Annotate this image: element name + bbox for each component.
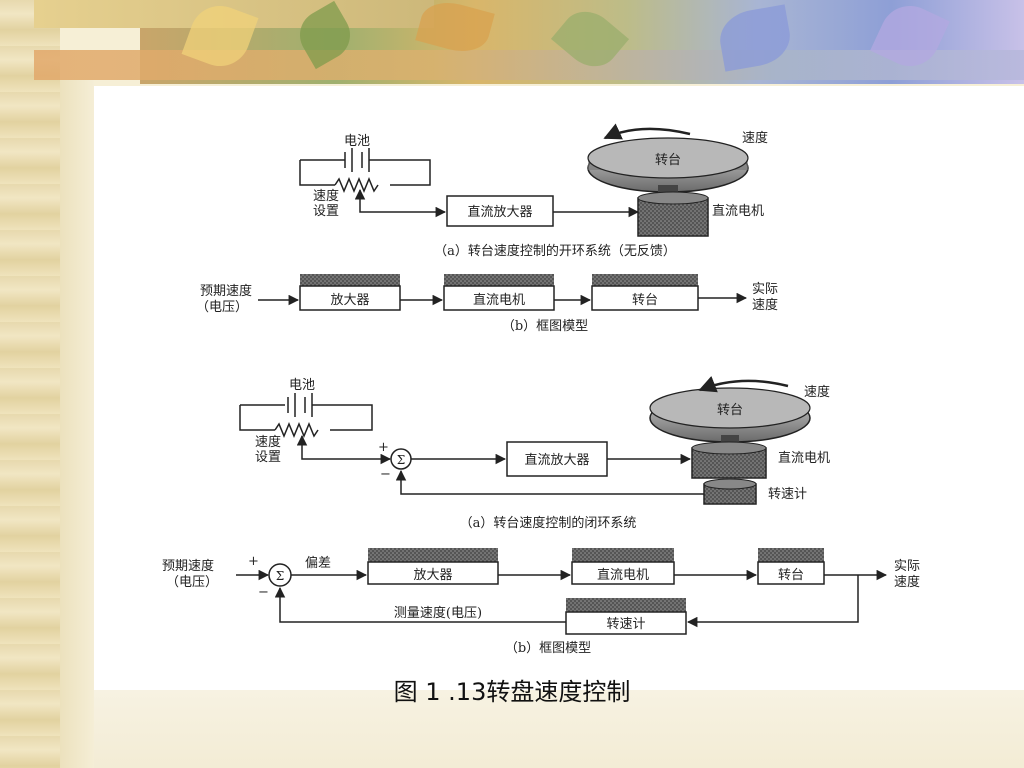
signal-wire (301, 442, 392, 465)
minus-sign: − (380, 467, 391, 482)
background-parchment-band (60, 80, 94, 768)
desired-speed-label-1: 预期速度 (200, 283, 252, 299)
speed-label: 速度 (804, 384, 830, 400)
amplifier-label: 放大器 (413, 568, 452, 583)
dc-motor-label: 直流电机 (597, 568, 649, 583)
speed-set-label-1: 速度 (313, 188, 339, 204)
turntable-block (757, 561, 825, 585)
plus-sign: + (248, 554, 259, 569)
minus-sign: − (258, 585, 269, 600)
plus-sign: + (378, 440, 389, 455)
actual-speed-label-1: 实际 (752, 282, 778, 297)
tachometer-block (565, 611, 687, 635)
block-hatch (368, 548, 498, 562)
open-loop-block-caption: （b）框图模型 (502, 319, 588, 334)
background-bottom-fade (94, 690, 1024, 768)
closed-loop-physical-diagram: 电池 速度 设置 Σ + − 直流放大器 转台 速度 直流电机 转速计 （ (239, 376, 830, 531)
block-hatch (444, 274, 554, 286)
closed-loop-caption: （a）转台速度控制的闭环系统 (460, 515, 637, 531)
speed-label: 速度 (742, 130, 768, 146)
battery-icon (299, 148, 431, 200)
dc-amplifier-block (506, 441, 608, 477)
turntable-label: 转台 (632, 293, 658, 308)
desired-speed-label-1: 预期速度 (162, 558, 214, 574)
dc-motor-label: 直流电机 (473, 293, 525, 308)
turntable-label: 转台 (717, 403, 743, 418)
closed-loop-block-caption: （b）框图模型 (505, 641, 591, 656)
signal-wire (359, 198, 447, 218)
block-hatch (300, 274, 400, 286)
open-loop-block-diagram: 预期速度 （电压） 放大器 直流电机 转台 实际 速度 （b）框图模型 (196, 274, 778, 334)
dc-motor-label: 直流电机 (712, 204, 764, 219)
error-label: 偏差 (305, 556, 331, 571)
turntable-label: 转台 (655, 153, 681, 168)
block-hatch (572, 548, 674, 562)
block-hatch (758, 548, 824, 562)
feedback-wire (274, 586, 566, 623)
dc-motor-label: 直流电机 (778, 451, 830, 466)
dc-amplifier-label: 直流放大器 (524, 453, 589, 468)
tachometer-icon (703, 478, 757, 505)
tachometer-label: 转速计 (768, 487, 807, 502)
actual-speed-label-1: 实际 (894, 559, 920, 574)
turntable-icon (649, 387, 811, 451)
feedback-wire (395, 469, 704, 495)
desired-speed-label-2: （电压） (166, 575, 218, 590)
rotation-arrow-icon (698, 376, 789, 393)
measured-speed-label: 测量速度(电压) (394, 605, 482, 621)
figure-caption: 图 1 .13转盘速度控制 (393, 678, 631, 706)
dc-amplifier-block (446, 195, 554, 227)
sigma-symbol: Σ (276, 569, 284, 583)
block-hatch (592, 274, 698, 286)
battery-label: 电池 (344, 134, 370, 149)
dc-motor-block (443, 285, 555, 311)
open-loop-physical-diagram: 电池 速度 设置 直流放大器 转台 速度 直流电机 （a）转台速度控制的开环系统… (299, 123, 768, 259)
tachometer-label: 转速计 (606, 617, 645, 632)
rotation-arrow-icon (603, 123, 691, 140)
speed-set-label-2: 设置 (255, 450, 281, 465)
turntable-label: 转台 (778, 568, 804, 583)
background-parchment-left (0, 0, 60, 768)
content-panel (94, 86, 1024, 690)
closed-loop-block-diagram: 预期速度 （电压） + Σ − 偏差 放大器 直流电机 转台 实际 速度 转速计… (162, 548, 920, 656)
block-hatch (566, 598, 686, 612)
speed-set-label-2: 设置 (313, 204, 339, 219)
dc-motor-icon (637, 191, 709, 237)
amplifier-block (367, 561, 499, 585)
actual-speed-label-2: 速度 (752, 297, 778, 313)
open-loop-caption: （a）转台速度控制的开环系统（无反馈） (434, 243, 676, 259)
dc-motor-icon (691, 441, 767, 479)
speed-set-label-1: 速度 (255, 434, 281, 450)
turntable-icon (587, 137, 749, 200)
dc-motor-block (571, 561, 675, 585)
feedback-wire (686, 575, 859, 628)
amplifier-block (299, 285, 401, 311)
dc-amplifier-label: 直流放大器 (467, 205, 532, 220)
battery-label: 电池 (289, 378, 315, 393)
sigma-symbol: Σ (397, 453, 405, 467)
amplifier-label: 放大器 (330, 293, 369, 308)
battery-icon (239, 393, 373, 446)
actual-speed-label-2: 速度 (894, 574, 920, 590)
desired-speed-label-2: （电压） (196, 300, 248, 315)
